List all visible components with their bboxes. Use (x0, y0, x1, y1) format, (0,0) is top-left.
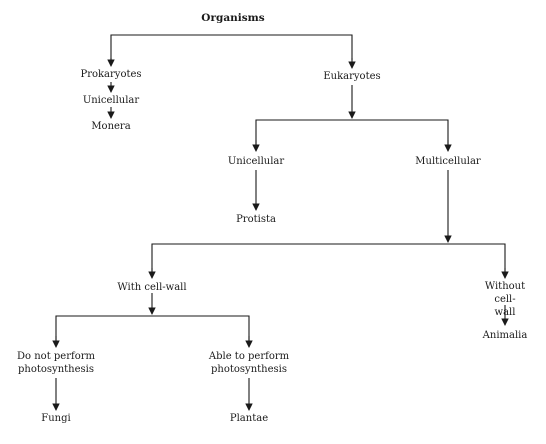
node-photosynthesis: Able to perform photosynthesis (209, 350, 289, 376)
node-animalia: Animalia (482, 330, 528, 341)
connector-cell-wall (55, 315, 250, 345)
node-protista: Protista (236, 214, 276, 225)
node-plantae: Plantae (229, 413, 269, 424)
photo-line2: photosynthesis (211, 364, 287, 375)
photo-line1: Able to perform (208, 351, 290, 362)
node-fungi: Fungi (41, 413, 71, 424)
without-cell-wall-line2: cell-wall (494, 294, 516, 318)
node-multicellular: Multicellular (415, 156, 481, 167)
node-organisms: Organisms (201, 12, 265, 24)
node-prok-unicellular: Unicellular (82, 95, 140, 106)
node-euk-unicellular: Unicellular (227, 156, 285, 167)
node-prokaryotes: Prokaryotes (80, 69, 142, 80)
connector-eukaryotes (255, 119, 449, 148)
node-without-cell-wall: Without cell-wall (485, 280, 526, 319)
no-photo-line2: photosynthesis (18, 364, 94, 375)
node-eukaryotes: Eukaryotes (323, 71, 381, 82)
node-no-photosynthesis: Do not perform photosynthesis (17, 350, 95, 376)
node-with-cell-wall: With cell-wall (117, 282, 187, 293)
no-photo-line1: Do not perform (17, 351, 95, 362)
without-cell-wall-line1: Without (484, 281, 526, 292)
node-monera: Monera (91, 121, 131, 132)
connector-organisms (110, 34, 353, 60)
connector-multicellular (151, 243, 506, 275)
